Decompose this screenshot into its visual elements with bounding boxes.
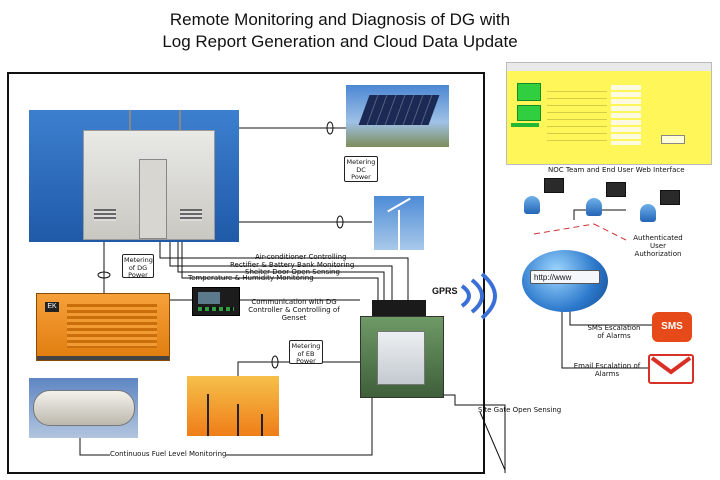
status-indicator xyxy=(517,83,541,101)
parameter-list xyxy=(547,85,607,145)
noc-team-label: NOC Team and End User Web Interface xyxy=(548,166,685,174)
shelter-vent xyxy=(94,209,116,221)
metering-dc-power-label: Metering DC Power xyxy=(344,156,378,182)
user-icon xyxy=(524,196,540,214)
shelter-vent xyxy=(180,209,202,221)
temp-humidity-label: Temperature & Humidity Monitoring xyxy=(188,274,314,282)
metering-dg-power-label: Metering of DG Power xyxy=(122,254,154,279)
communication-dg-label: Communication with DG Controller & Contr… xyxy=(248,298,340,322)
fuel-tank-body xyxy=(33,390,135,426)
gprs-label: GPRS xyxy=(432,286,458,296)
solar-array xyxy=(358,95,440,125)
rtu-enclosure xyxy=(377,331,425,385)
dg-controller-image xyxy=(192,287,240,316)
rectifier-battery-label: Rectifier & Battery Bank Monitoring xyxy=(230,261,355,269)
turbine-mast xyxy=(398,210,400,250)
computer-icon xyxy=(544,178,564,193)
generator-badge: EK xyxy=(45,302,59,312)
power-pole xyxy=(237,404,239,436)
generator-grille xyxy=(67,304,157,348)
sms-icon: SMS xyxy=(652,312,692,342)
power-pole xyxy=(207,394,209,436)
tower-mast xyxy=(129,110,181,142)
shelter-body xyxy=(83,130,215,240)
gmail-icon xyxy=(648,354,694,384)
cabinet-top xyxy=(372,300,426,318)
telecom-shelter-image xyxy=(29,110,239,242)
parameter-values xyxy=(611,85,641,145)
screenshot-header-bar xyxy=(507,63,711,71)
diagram-title-line1: Remote Monitoring and Diagnosis of DG wi… xyxy=(169,10,511,29)
computer-icon xyxy=(606,182,626,197)
site-boundary-frame xyxy=(7,72,485,474)
diagram-title-line2: Log Report Generation and Cloud Data Upd… xyxy=(162,32,518,51)
grid-power-image xyxy=(187,376,279,436)
generator-base xyxy=(37,356,169,360)
controller-display xyxy=(198,292,220,304)
action-button xyxy=(661,135,685,144)
progress-bar xyxy=(511,123,539,127)
internet-globe-icon: http://www xyxy=(522,250,608,312)
shelter-door xyxy=(139,159,167,239)
web-interface-screenshot xyxy=(506,62,712,165)
url-bar: http://www xyxy=(530,270,600,284)
fuel-tank-image xyxy=(29,378,138,438)
authenticated-user-label: Authenticated User Authorization xyxy=(633,234,683,258)
wind-turbine-image xyxy=(374,196,424,250)
solar-panel-image xyxy=(346,85,449,147)
remote-monitoring-unit-image xyxy=(360,316,444,398)
user-icon xyxy=(586,198,602,216)
shelter-door-label: Shelter Door Open Sensing xyxy=(245,268,340,276)
power-pole xyxy=(261,414,263,436)
user-icon xyxy=(640,204,656,222)
sms-escalation-label: SMS Escalation of Alarms xyxy=(587,324,641,340)
air-conditioner-label: Air-conditioner Controlling xyxy=(255,253,347,261)
controller-buttons xyxy=(198,307,234,311)
status-indicator xyxy=(517,105,541,121)
site-gate-label: Site Gate Open Sensing xyxy=(478,406,562,414)
fuel-level-label: Continuous Fuel Level Monitoring xyxy=(110,450,227,458)
diesel-generator-image: EK xyxy=(36,293,170,361)
metering-eb-power-label: Metering of EB Power xyxy=(289,340,323,365)
email-escalation-label: Email Escalation of Alarms xyxy=(573,362,641,378)
computer-icon xyxy=(660,190,680,205)
